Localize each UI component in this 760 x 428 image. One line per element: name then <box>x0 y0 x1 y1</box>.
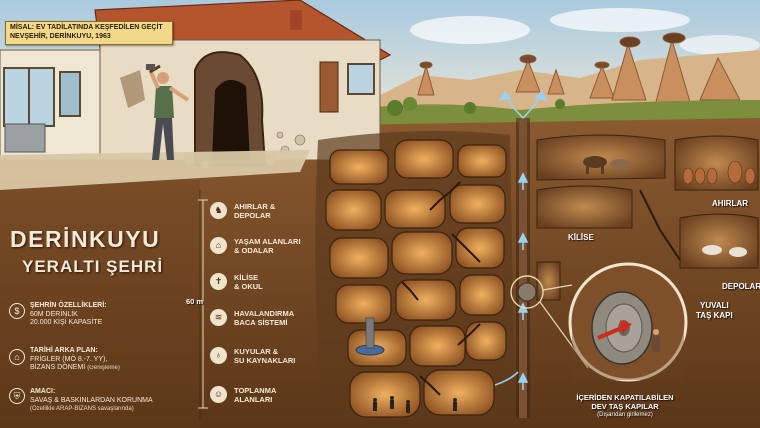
storage-label: DEPOLAR <box>722 282 760 291</box>
ventilation-shaft <box>494 90 548 418</box>
dollar-icon: $ <box>9 303 25 319</box>
legend-line: KUYULAR & <box>234 347 279 356</box>
legend-line: TOPLANMA <box>234 386 277 395</box>
church-icon: ✝ <box>210 273 227 290</box>
rolling-stone-door <box>510 262 688 382</box>
depth-scale <box>198 199 208 409</box>
stone-door-label: YUVALI TAŞ KAPI <box>696 301 733 321</box>
legend-item-stables: AHIRLAR & DEPOLAR <box>234 202 275 220</box>
caption-line-1: MİSAL: EV TADİLATINDA KEŞFEDİLEN GEÇİT <box>10 24 163 31</box>
legend-item-living: YAŞAM ALANLARI & ODALAR <box>234 237 301 255</box>
legend-line: KİLİSE <box>234 273 259 282</box>
legend-item-gathering: TOPLANMA ALANLARI <box>234 386 276 404</box>
columns-icon: ⌂ <box>9 349 25 365</box>
info-line: 20.000 KİŞİ KAPASİTE <box>30 319 103 326</box>
legend-line: YAŞAM ALANLARI <box>234 237 301 246</box>
bottom-caption: İÇERİDEN KAPATILABİLEN DEV TAŞ KAPILAR (… <box>560 393 690 420</box>
legend-line: BACA SİSTEMİ <box>234 318 288 327</box>
info-line: SAVAŞ & BASKINLARDAN KORUNMA <box>30 396 153 404</box>
shield-icon: ⛨ <box>9 388 25 404</box>
main-subtitle: YERALTI ŞEHRİ <box>22 257 164 276</box>
legend-line: DEPOLAR <box>234 211 271 220</box>
worker-figure <box>146 64 190 160</box>
wind-icon: ≋ <box>210 309 227 326</box>
legend-item-ventilation: HAVALANDIRMA BACA SİSTEMİ <box>234 309 294 327</box>
underground-cross-section <box>315 131 515 420</box>
animal-icon: ♞ <box>210 202 227 219</box>
bottom-caption-line: DEV TAŞ KAPILAR <box>591 402 659 411</box>
info-note: (Özellikle ARAP-BİZANS savaşlarında) <box>30 406 134 412</box>
main-title: DERİNKUYU <box>10 226 161 252</box>
right-cave-rooms <box>536 134 759 301</box>
legend-item-wells: KUYULAR & SU KAYNAKLARI <box>234 347 295 365</box>
info-heading: ŞEHRİN ÖZELLİKLERİ: <box>30 302 107 309</box>
church-label: KİLİSE <box>568 233 594 242</box>
fairy-chimney-rocks <box>417 32 741 103</box>
bottom-caption-note: (Dışarıdan girilemez) <box>597 412 653 418</box>
legend-line: & OKUL <box>234 282 263 291</box>
bottom-caption-line: İÇERİDEN KAPATILABİLEN <box>576 393 674 402</box>
legend-line: ALANLARI <box>234 395 273 404</box>
stone-door-label-line: YUVALI <box>700 301 729 310</box>
legend-item-church: KİLİSE & OKUL <box>234 273 263 291</box>
house-illustration <box>0 0 392 190</box>
legend-line: & ODALAR <box>234 246 274 255</box>
info-line: FRİGLER (MÖ 8.-7. YY), <box>30 355 108 363</box>
info-heading: AMACI: <box>30 388 56 395</box>
house-icon: ⌂ <box>210 237 227 254</box>
info-item-purpose: AMACI: SAVAŞ & BASKINLARDAN KORUNMA (Öze… <box>30 388 153 414</box>
info-item-features: ŞEHRİN ÖZELLİKLERİ: 60M DERİNLİK 20.000 … <box>30 302 107 328</box>
info-heading: TARİHİ ARKA PLAN: <box>30 347 98 354</box>
depth-label: 60 m <box>186 297 204 306</box>
people-icon: ☺ <box>210 386 227 403</box>
stables-label: AHIRLAR <box>712 199 748 208</box>
stone-door-label-line: TAŞ KAPI <box>696 311 733 320</box>
legend-line: HAVALANDIRMA <box>234 309 295 318</box>
info-line: BİZANS DÖNEMİ <box>30 364 86 371</box>
info-note: (Genişleme) <box>87 365 120 371</box>
caption-line-2: NEVŞEHİR, DERİNKUYU, 1963 <box>10 33 111 40</box>
info-item-history: TARİHİ ARKA PLAN: FRİGLER (MÖ 8.-7. YY),… <box>30 347 120 373</box>
drop-icon: ♁ <box>210 347 227 364</box>
info-line: 60M DERİNLİK <box>30 310 78 318</box>
caption-box: MİSAL: EV TADİLATINDA KEŞFEDİLEN GEÇİT N… <box>5 21 173 45</box>
legend-line: SU KAYNAKLARI <box>234 356 296 365</box>
legend-line: AHIRLAR & <box>234 202 276 211</box>
